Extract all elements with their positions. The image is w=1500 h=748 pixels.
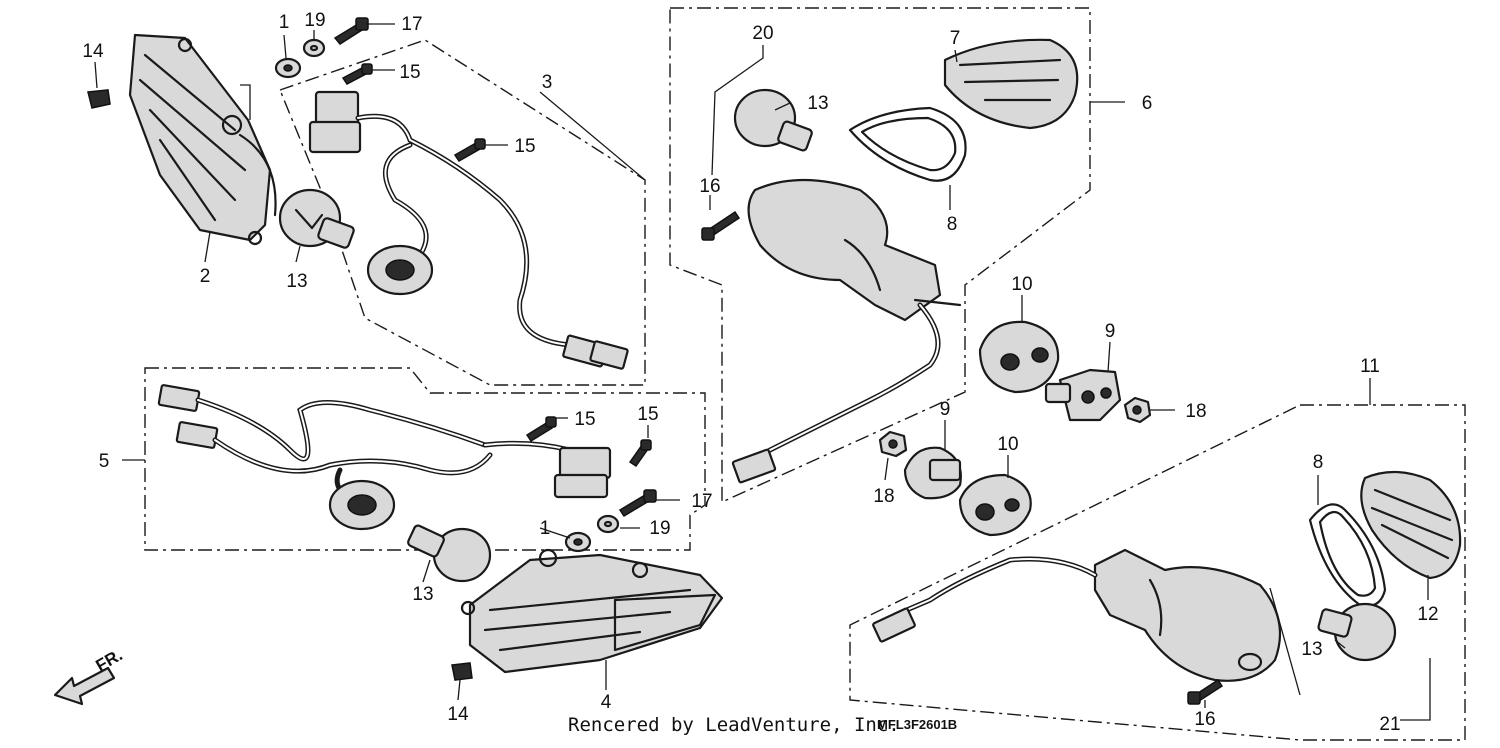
front-direction-label: FR. [93,645,126,675]
gasket-8-upper [848,106,967,182]
callout-19-lower: 19 [649,518,670,539]
rubber-mount-10-upper [978,320,1060,394]
callout-15-d: 15 [637,404,658,425]
callout-4: 4 [601,692,612,713]
rear-winker-upper [731,178,962,484]
screw-15-d [628,439,652,468]
callout-5: 5 [99,451,110,472]
callout-18-right: 18 [1185,401,1206,422]
rear-winker-lower [872,548,1282,682]
wire-harness-3 [308,90,629,370]
bracket-9-upper [1044,368,1122,422]
diagram-code: MFL3F2601B [877,717,957,732]
callout-13-upper: 13 [807,93,828,114]
render-credit: Rencered by LeadVenture, Inc. [568,714,900,736]
callout-20: 20 [752,23,773,44]
washer-19-top [302,38,326,58]
bulb-lower [407,524,492,583]
callout-6: 6 [1142,93,1153,114]
callout-9-lower: 9 [940,399,951,420]
collar-1-lower [564,531,592,553]
callout-14-top: 14 [82,41,104,62]
bracket-9-lower [903,446,962,500]
screw-16-lower [1187,678,1224,705]
callout-7: 7 [950,28,961,49]
group-outline-winker-6 [669,7,1091,504]
bulb-upper [733,88,813,152]
bulb-left [278,188,355,249]
lens-cover-12 [1360,470,1462,580]
callout-19-top: 19 [304,10,325,31]
callout-17-lower: 17 [691,491,712,512]
callout-21: 21 [1379,714,1400,735]
callout-13-left: 13 [286,271,307,292]
collar-1-top [274,57,302,79]
screw-15-a [341,63,373,85]
screw-17-top [333,17,369,45]
callout-12: 12 [1417,604,1438,625]
bulb-right [1317,602,1397,662]
callout-9-upper: 9 [1105,321,1116,342]
callout-3: 3 [542,72,553,93]
callout-2: 2 [200,266,211,287]
lens-cover-7 [943,38,1079,130]
callout-10-upper: 10 [1011,274,1032,295]
callout-17-top: 17 [401,14,422,35]
callout-1-top: 1 [279,12,290,33]
front-turn-signal-lens-left [128,33,277,246]
nut-18-lower [878,430,908,458]
front-turn-signal-lens-lower [460,548,724,674]
callout-18-lower: 18 [873,486,894,507]
callout-14-lower: 14 [447,704,469,725]
callout-13-right: 13 [412,584,433,605]
callout-10-lower: 10 [997,434,1018,455]
screw-14-top [87,89,111,109]
washer-19-lower [596,514,620,534]
nut-18-right [1123,396,1152,424]
screw-15-c [525,416,557,443]
front-direction-arrow: FR. [53,645,126,706]
group-outline-harness-5 [144,367,706,551]
screw-15-b [453,138,486,162]
callout-15-c: 15 [574,409,595,430]
callout-16-upper: 16 [699,176,720,197]
screw-14-lower [451,662,473,681]
callout-11: 11 [1360,356,1380,377]
group-outline-winker-11 [849,404,1466,741]
callout-8-right: 8 [1313,452,1324,473]
callout-13-lower: 13 [1301,639,1322,660]
rubber-mount-10-lower [958,473,1032,537]
screw-17-lower [618,489,657,518]
screw-16-upper [701,210,741,241]
callout-8-upper: 8 [947,214,958,235]
callout-1-lower: 1 [540,518,551,539]
callout-15-a: 15 [399,62,420,83]
leader-lines [94,23,1431,721]
wire-harness-5 [157,384,612,531]
callout-15-b: 15 [514,136,535,157]
gasket-8-right [1308,503,1387,608]
callout-16-lower: 16 [1194,709,1215,730]
